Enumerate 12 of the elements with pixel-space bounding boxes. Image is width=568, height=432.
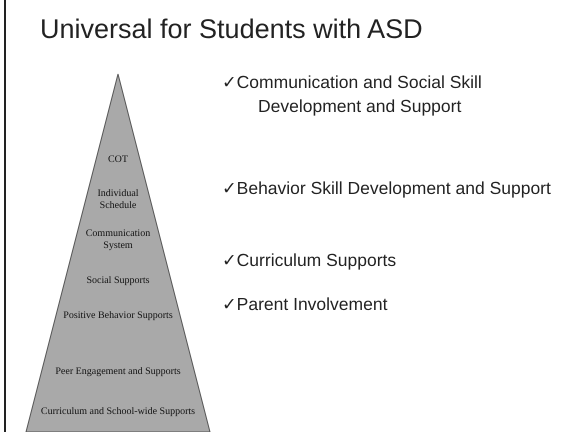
checklist-item: ✓Communication and Social Skill Development and Support [222, 71, 483, 118]
checklist-item: ✓Curriculum Supports [222, 249, 398, 272]
title: Universal for Students with ASD [40, 14, 423, 45]
tier-label: Social Supports [85, 275, 151, 287]
tier-label: Individual Schedule [96, 188, 140, 212]
tier-label: Curriculum and School-wide Supports [40, 406, 196, 418]
checklist-item: ✓Parent Involvement [222, 293, 388, 316]
tier-label: Communication System [84, 228, 152, 252]
tier-label: Peer Engagement and Supports [54, 366, 182, 378]
checklist-item: ✓Behavior Skill Development and Support [222, 177, 552, 200]
tier-label: Positive Behavior Supports [63, 310, 173, 322]
tier-label: COT [107, 154, 129, 166]
